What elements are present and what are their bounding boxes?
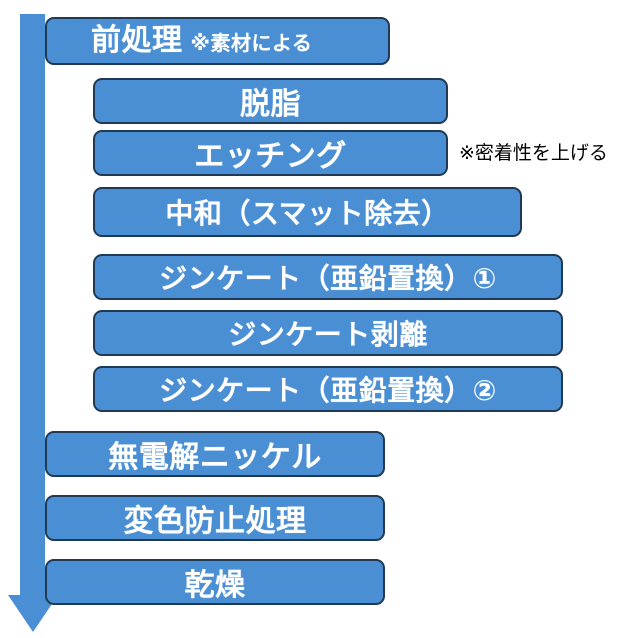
step-label-zincate-strip: ジンケート剥離	[228, 318, 428, 351]
step-box-zincate-2[interactable]: ジンケート（亜鉛置換）②	[93, 366, 563, 412]
step-box-neutralization[interactable]: 中和（スマット除去）	[93, 187, 522, 237]
step-label-neutralization: 中和（スマット除去）	[165, 197, 450, 230]
step-label-degreasing: 脱脂	[240, 87, 301, 122]
step-box-etching[interactable]: エッチング	[93, 130, 448, 176]
step-label-zincate-2: ジンケート（亜鉛置換）②	[159, 374, 497, 407]
annotation-adhesion-label: ※密着性を上げる	[459, 142, 608, 164]
step-label-electroless-nickel: 無電解ニッケル	[108, 440, 322, 475]
step-note-pretreatment: ※素材による	[190, 31, 313, 55]
step-label-drying: 乾燥	[184, 568, 246, 603]
step-box-electroless-nickel[interactable]: 無電解ニッケル	[45, 431, 385, 477]
step-box-pretreatment[interactable]: 前処理 ※素材による	[45, 17, 390, 65]
step-label-pretreatment: 前処理	[91, 23, 183, 58]
annotation-adhesion: ※密着性を上げる	[459, 144, 608, 163]
step-box-degreasing[interactable]: 脱脂	[93, 78, 448, 124]
step-box-zincate-strip[interactable]: ジンケート剥離	[93, 310, 563, 356]
step-label-tarnish-prevention: 変色防止処理	[123, 504, 307, 539]
step-label-etching: エッチング	[194, 139, 347, 174]
step-box-zincate-1[interactable]: ジンケート（亜鉛置換）①	[93, 254, 563, 300]
step-label-zincate-1: ジンケート（亜鉛置換）①	[159, 262, 497, 295]
step-box-tarnish-prevention[interactable]: 変色防止処理	[45, 495, 385, 541]
step-box-drying[interactable]: 乾燥	[45, 559, 385, 605]
